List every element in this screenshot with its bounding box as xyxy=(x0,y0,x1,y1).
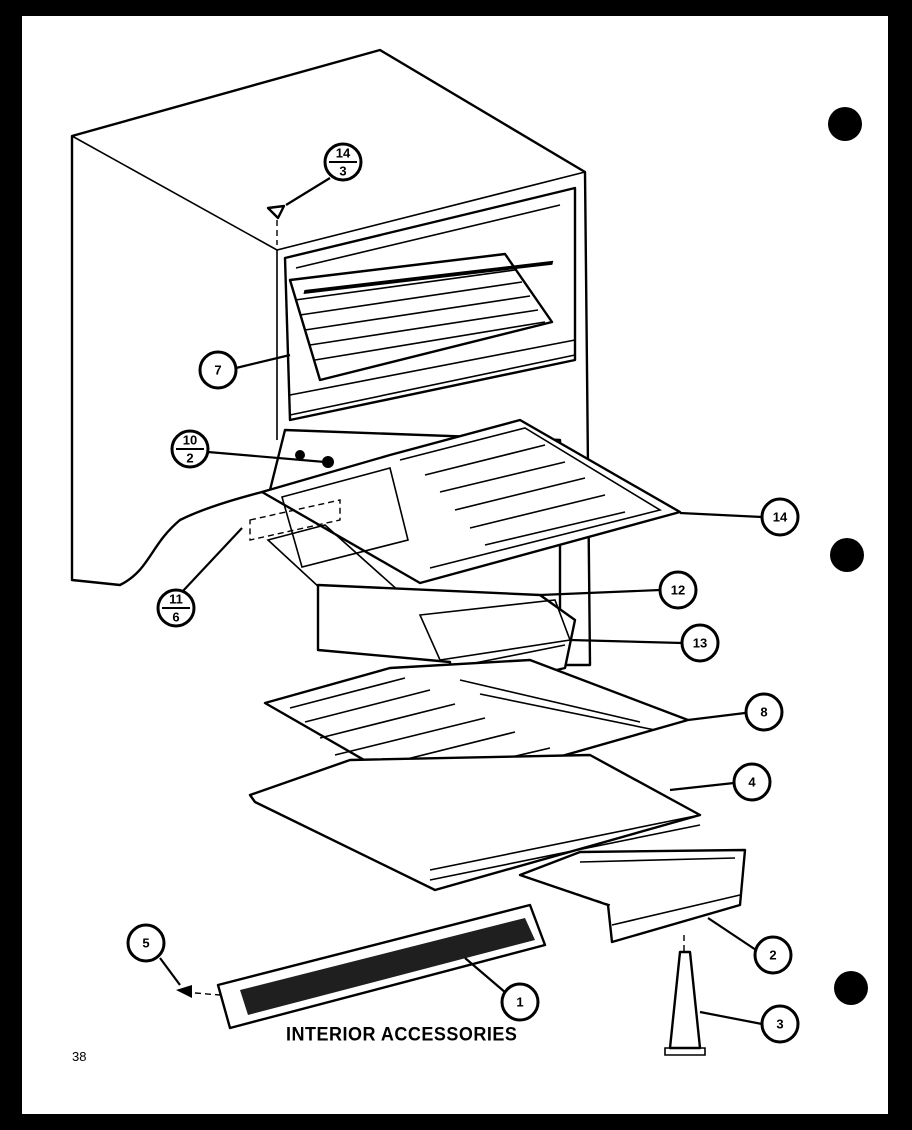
callout-13: 13 xyxy=(680,623,720,663)
callout-14-3-bottom: 3 xyxy=(339,164,346,179)
callout-4: 4 xyxy=(732,762,772,802)
kick-plate-1 xyxy=(216,903,547,1030)
callout-8-label: 8 xyxy=(760,705,767,720)
crisper-cover-4 xyxy=(248,753,702,892)
crisper-pan-2 xyxy=(518,848,747,944)
callout-10-2-top: 10 xyxy=(183,433,197,448)
binder-hole-bottom xyxy=(834,971,868,1005)
callout-14: 14 xyxy=(760,497,800,537)
callout-3-label: 3 xyxy=(776,1017,783,1032)
callout-12-label: 12 xyxy=(671,583,685,598)
callout-14-label: 14 xyxy=(773,510,788,525)
callout-5-label: 5 xyxy=(142,936,149,951)
callout-13-label: 13 xyxy=(693,636,707,651)
callout-12: 12 xyxy=(658,570,698,610)
callout-10-2: 10 2 xyxy=(170,429,210,469)
callout-8: 8 xyxy=(744,692,784,732)
callout-5: 5 xyxy=(126,923,166,963)
plug-10-2 xyxy=(322,456,334,468)
callout-7: 7 xyxy=(198,350,238,390)
callout-3: 3 xyxy=(760,1004,800,1044)
callout-1: 1 xyxy=(500,982,540,1022)
callout-4-label: 4 xyxy=(748,775,756,790)
callout-11-6-bottom: 6 xyxy=(172,610,179,625)
callout-14-3-top: 14 xyxy=(336,146,351,161)
leveling-leg-3 xyxy=(664,935,706,1056)
freezer-shelf xyxy=(288,252,554,382)
callout-2-label: 2 xyxy=(769,948,776,963)
screw-10-2 xyxy=(295,450,305,460)
page-number: 38 xyxy=(72,1049,87,1064)
binder-hole-top xyxy=(828,107,862,141)
leader-lines xyxy=(159,177,763,1026)
callout-10-2-bottom: 2 xyxy=(186,451,193,466)
shelf-14 xyxy=(260,418,682,585)
callout-11-6-top: 11 xyxy=(169,592,183,607)
screw-5 xyxy=(176,985,221,998)
callout-7-label: 7 xyxy=(214,363,221,378)
diagram-caption: INTERIOR ACCESSORIES xyxy=(286,1022,518,1045)
callout-11-6: 11 6 xyxy=(156,588,196,628)
binder-hole-middle xyxy=(830,538,864,572)
callout-1-label: 1 xyxy=(516,995,523,1010)
callout-2: 2 xyxy=(753,935,793,975)
callout-14-3: 14 3 xyxy=(323,142,363,182)
screw-14-3 xyxy=(266,204,286,245)
